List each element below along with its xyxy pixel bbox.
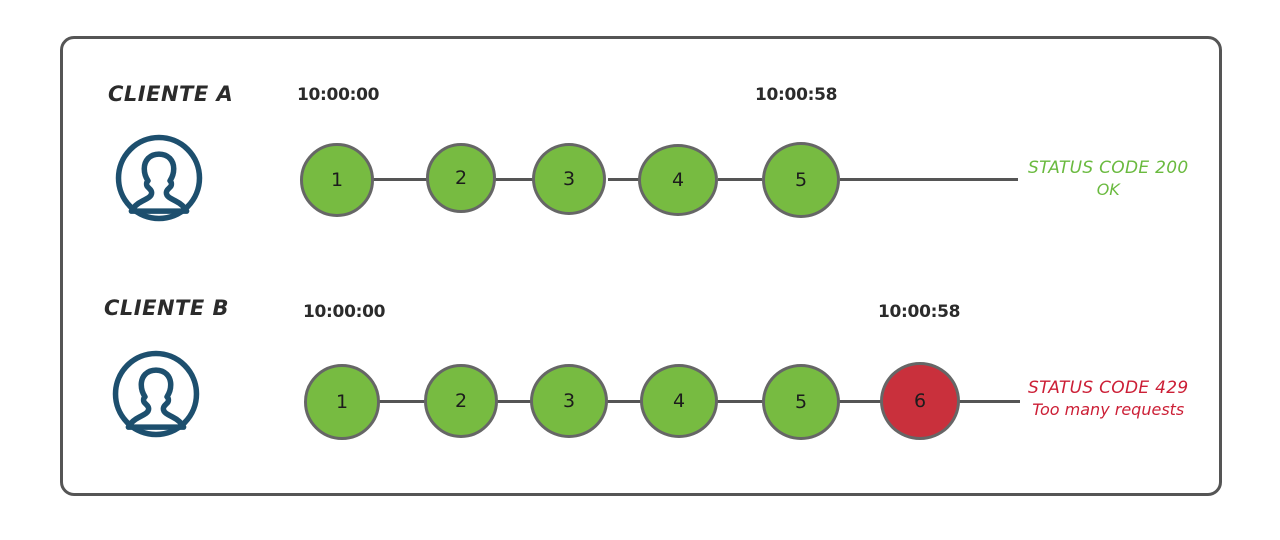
user-avatar-icon (110, 348, 202, 440)
request-node[interactable]: 5 (762, 142, 840, 218)
request-node[interactable]: 4 (638, 144, 718, 216)
request-node[interactable]: 3 (532, 143, 606, 215)
request-node[interactable]: 1 (300, 143, 374, 217)
request-node[interactable]: 4 (640, 364, 718, 438)
user-avatar-icon (113, 132, 205, 224)
client-b-status: STATUS CODE 429 Too many requests (1028, 378, 1188, 419)
connector-b-6-status (958, 400, 1020, 403)
client-a-start-timestamp: 10:00:00 (297, 85, 380, 105)
request-node[interactable]: 3 (530, 364, 608, 438)
status-code-text: STATUS CODE 200 (1028, 158, 1189, 178)
client-b-label: CLIENTE B (104, 296, 230, 320)
status-message-text: Too many requests (1032, 400, 1185, 419)
connector-b-2-3 (496, 400, 532, 403)
diagram-frame (60, 36, 1222, 496)
client-b-end-timestamp: 10:00:58 (878, 302, 961, 322)
request-node[interactable]: 2 (426, 143, 496, 213)
connector-b-4-5 (716, 400, 764, 403)
request-node[interactable]: 6 (880, 362, 960, 440)
request-node[interactable]: 5 (762, 364, 840, 440)
client-a-label: CLIENTE A (108, 82, 234, 106)
connector-b-3-4 (606, 400, 642, 403)
client-b-start-timestamp: 10:00:00 (303, 302, 386, 322)
connector-a-5-status (840, 178, 1018, 181)
client-a-status: STATUS CODE 200 OK (1028, 158, 1188, 199)
status-message-text: OK (1096, 180, 1120, 199)
connector-a-3-4 (608, 178, 640, 181)
connector-a-2-3 (492, 178, 534, 181)
request-node[interactable]: 2 (424, 364, 498, 438)
connector-b-1-2 (378, 400, 426, 403)
client-a-end-timestamp: 10:00:58 (755, 85, 838, 105)
connector-a-1-2 (372, 178, 428, 181)
request-node[interactable]: 1 (304, 364, 380, 440)
status-code-text: STATUS CODE 429 (1028, 378, 1189, 398)
connector-b-5-6 (838, 400, 882, 403)
connector-a-4-5 (718, 178, 762, 181)
